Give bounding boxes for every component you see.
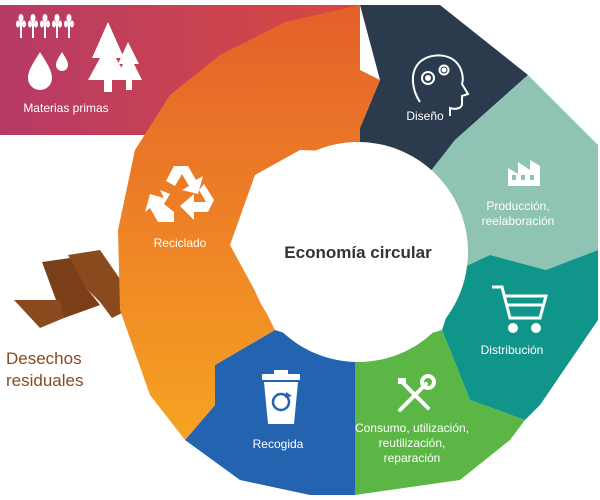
waste-label-1: Desechos (6, 349, 82, 368)
stage-label-diseno: Diseño (406, 109, 444, 123)
ring (118, 5, 598, 495)
segment-reciclado (118, 5, 380, 440)
stage-label-produccion-1: Producción, (486, 199, 549, 213)
raw-materials-label: Materias primas (23, 101, 108, 115)
factory-icon (508, 160, 540, 186)
stage-label-produccion-2: reelaboración (482, 214, 555, 228)
wheat-icon (28, 14, 38, 38)
stage-label-reciclado: Reciclado (154, 236, 207, 250)
segment-consumo (355, 330, 525, 495)
wrench-screwdriver-icon (398, 374, 436, 412)
wheat-icon-row (16, 14, 74, 38)
segment-distribucion (442, 250, 598, 420)
stage-label-consumo-1: Consumo, utilización, (355, 421, 469, 435)
stage-label-distribucion: Distribución (481, 343, 544, 357)
recycle-icon (145, 166, 214, 222)
center-circle (248, 142, 468, 362)
center-title: Economía circular (284, 243, 432, 262)
head-gears-icon (412, 54, 470, 116)
segment-diseno (360, 5, 528, 172)
stage-label-recogida: Recogida (253, 437, 304, 451)
trees-icon (88, 22, 142, 92)
recycle-bin-icon (262, 370, 300, 424)
wheat-icon (52, 14, 62, 38)
stage-label-consumo-3: reparación (384, 451, 441, 465)
water-drops-icon (28, 52, 68, 90)
wheat-icon (64, 14, 74, 38)
wheat-icon (16, 14, 26, 38)
shopping-cart-icon (492, 285, 548, 333)
wheat-icon (40, 14, 50, 38)
waste-label-2: residuales (6, 371, 84, 390)
stage-label-consumo-2: reutilización, (379, 436, 446, 450)
